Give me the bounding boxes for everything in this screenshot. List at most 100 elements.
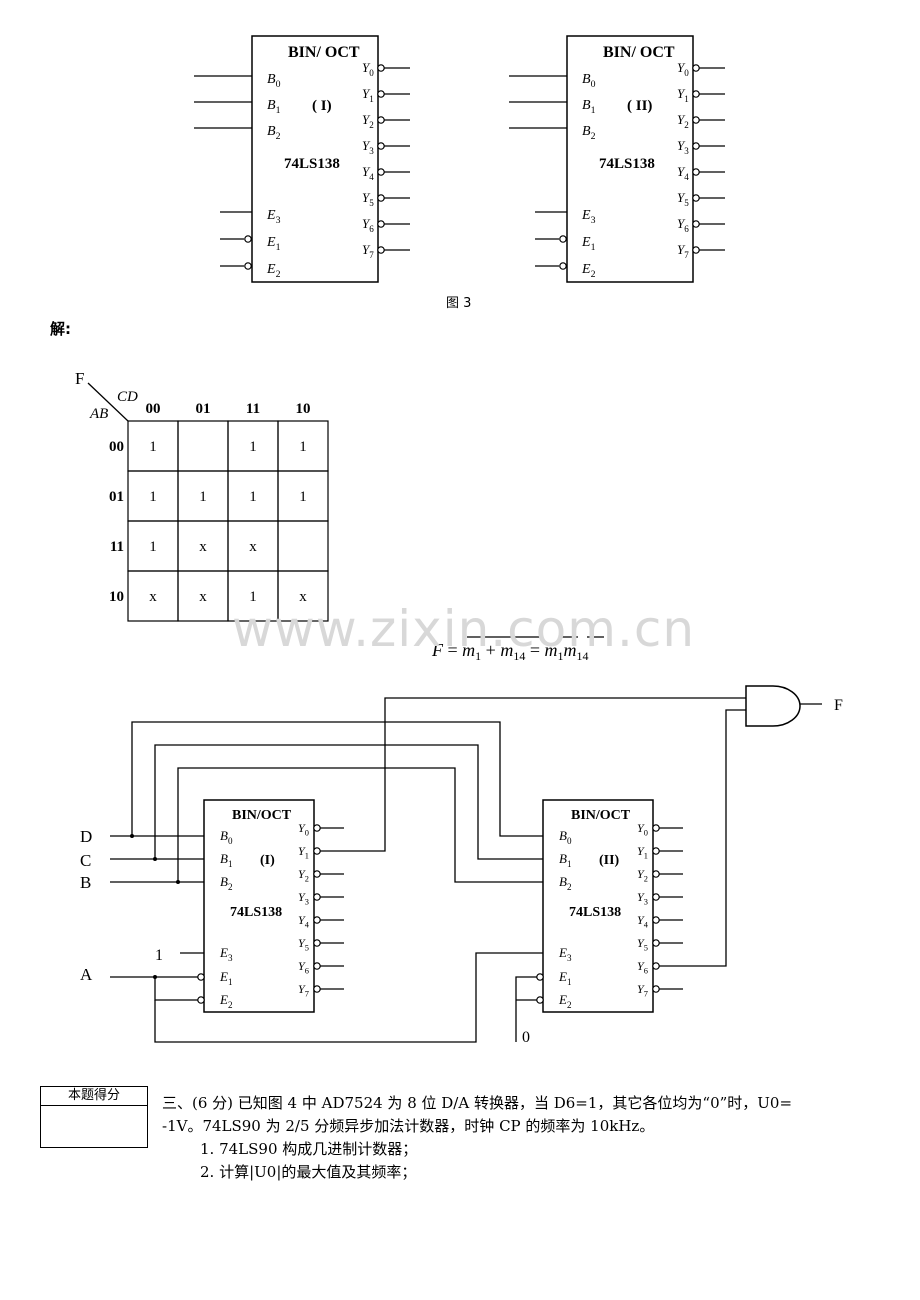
chip-part: 74LS138 bbox=[599, 156, 655, 172]
inversion-bubble bbox=[313, 939, 321, 947]
question-3: 三、(6 分) 已知图 4 中 AD7524 为 8 位 D/A 转换器，当 D… bbox=[162, 1092, 882, 1184]
chip-label: BIN/OCT bbox=[571, 808, 631, 823]
pin-E3: E3 bbox=[219, 945, 233, 963]
kmap-row-header: 01 bbox=[109, 489, 124, 505]
wire-Y6-II bbox=[683, 709, 746, 967]
figure-caption: 图 3 bbox=[446, 296, 471, 311]
pin-Y4: Y4 bbox=[362, 164, 374, 182]
inversion-bubble bbox=[652, 870, 660, 878]
inversion-bubble bbox=[652, 985, 660, 993]
chip-id: (I) bbox=[260, 853, 275, 868]
input-label-C: C bbox=[80, 851, 91, 870]
kmap-cell-value: x bbox=[249, 539, 257, 555]
pin-E3: E3 bbox=[266, 208, 281, 226]
inversion-bubble bbox=[559, 235, 567, 243]
chip-label: BIN/OCT bbox=[232, 808, 292, 823]
inversion-bubble bbox=[692, 246, 700, 254]
kmap-cell bbox=[277, 570, 329, 622]
inversion-bubble bbox=[652, 939, 660, 947]
inversion-bubble bbox=[197, 996, 205, 1004]
pin-Y7: Y7 bbox=[677, 242, 689, 260]
chip-part: 74LS138 bbox=[569, 905, 621, 920]
kmap-cell-value: x bbox=[299, 589, 307, 605]
pin-E1: E1 bbox=[219, 969, 233, 987]
wire-B-to-II bbox=[177, 767, 543, 883]
pin-Y5: Y5 bbox=[362, 190, 374, 208]
wire-A-E3-II bbox=[154, 952, 543, 1043]
kmap-row-header: 11 bbox=[110, 539, 124, 555]
inversion-bubble bbox=[244, 235, 252, 243]
pin-Y2: Y2 bbox=[677, 112, 689, 130]
kmap-cell-value: 1 bbox=[249, 439, 257, 455]
input-label-D: D bbox=[80, 827, 92, 846]
pin-Y3: Y3 bbox=[362, 138, 374, 156]
figure-3: BIN/ OCT( I)74LS138B0B1B2E3E1E2Y0Y1Y2Y3Y… bbox=[50, 35, 725, 338]
inversion-bubble bbox=[652, 916, 660, 924]
and-gate bbox=[745, 685, 801, 727]
chip-part: 74LS138 bbox=[284, 156, 340, 172]
circuit-decoder-1: BIN/OCT(I)74LS138B0B1B2E3E1E2Y0Y1Y2Y3Y4Y… bbox=[203, 799, 344, 1013]
pin-Y1: Y1 bbox=[677, 86, 689, 104]
inversion-bubble bbox=[377, 116, 385, 124]
inversion-bubble bbox=[692, 220, 700, 228]
inversion-bubble bbox=[377, 168, 385, 176]
pin-B2: B2 bbox=[559, 874, 572, 892]
score-box: 本题得分 bbox=[40, 1086, 148, 1148]
kmap-cell-value: 1 bbox=[249, 489, 257, 505]
input-label-B: B bbox=[80, 873, 91, 892]
kmap-cell-value: 1 bbox=[249, 589, 257, 605]
inversion-bubble bbox=[313, 847, 321, 855]
pin-Y5: Y5 bbox=[637, 936, 648, 953]
pin-Y5: Y5 bbox=[298, 936, 309, 953]
chip-id: ( II) bbox=[627, 98, 652, 114]
pin-B0: B0 bbox=[220, 828, 233, 846]
kmap-cell-value: x bbox=[149, 589, 157, 605]
question-item-2: 2. 计算|U0|的最大值及其频率； bbox=[200, 1163, 417, 1181]
inversion-bubble bbox=[313, 893, 321, 901]
pin-Y6: Y6 bbox=[362, 216, 374, 234]
kmap-cell-value: 1 bbox=[149, 489, 157, 505]
pin-B1: B1 bbox=[220, 851, 233, 869]
inversion-bubble bbox=[692, 90, 700, 98]
input-label-A: A bbox=[80, 965, 93, 984]
pin-B2: B2 bbox=[267, 124, 281, 142]
pin-Y3: Y3 bbox=[677, 138, 689, 156]
pin-B2: B2 bbox=[220, 874, 233, 892]
kmap-cell bbox=[277, 520, 329, 572]
pin-E2: E2 bbox=[581, 262, 596, 280]
junction-dot bbox=[153, 975, 157, 979]
pin-Y1: Y1 bbox=[637, 844, 648, 861]
score-box-header: 本题得分 bbox=[41, 1087, 147, 1106]
kmap-cell-value: x bbox=[199, 589, 207, 605]
inversion-bubble bbox=[313, 824, 321, 832]
pin-Y3: Y3 bbox=[298, 890, 309, 907]
pin-B0: B0 bbox=[559, 828, 572, 846]
inversion-bubble bbox=[313, 916, 321, 924]
inversion-bubble bbox=[692, 194, 700, 202]
inversion-bubble bbox=[692, 142, 700, 150]
chip-label: BIN/ OCT bbox=[603, 44, 675, 61]
kmap-cell-value: 1 bbox=[299, 439, 307, 455]
decoder-chip-1: BIN/ OCT( I)74LS138B0B1B2E3E1E2Y0Y1Y2Y3Y… bbox=[194, 35, 410, 283]
pin-Y7: Y7 bbox=[637, 982, 648, 999]
junction-dot bbox=[130, 834, 134, 838]
pin-E1: E1 bbox=[266, 235, 281, 253]
chip-body bbox=[566, 35, 694, 283]
kmap-cell-value: 1 bbox=[149, 439, 157, 455]
wire-Y1-I bbox=[344, 697, 746, 852]
solution-label: 解: bbox=[50, 320, 71, 338]
pin-Y2: Y2 bbox=[637, 867, 648, 884]
inversion-bubble bbox=[692, 116, 700, 124]
wire-C-to-II bbox=[154, 744, 543, 860]
pin-E1: E1 bbox=[581, 235, 596, 253]
inversion-bubble bbox=[559, 262, 567, 270]
pin-E3: E3 bbox=[581, 208, 596, 226]
pin-E2: E2 bbox=[219, 992, 233, 1010]
chip-id: ( I) bbox=[312, 98, 332, 114]
inversion-bubble bbox=[652, 893, 660, 901]
inversion-bubble bbox=[652, 962, 660, 970]
pin-B0: B0 bbox=[267, 72, 281, 90]
chip-body bbox=[251, 35, 379, 283]
inversion-bubble bbox=[313, 962, 321, 970]
